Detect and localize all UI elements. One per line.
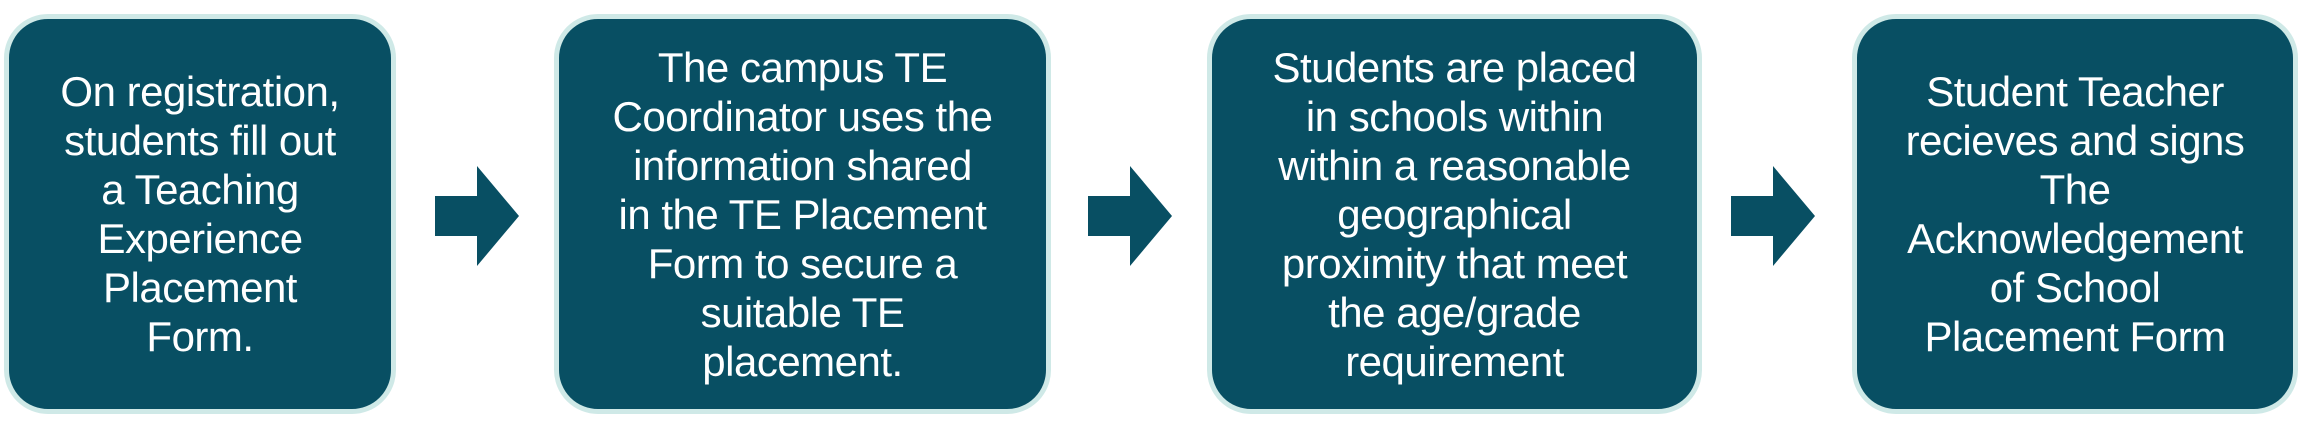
step-text-line: the age/grade xyxy=(1328,288,1581,336)
step-text-line: The campus TE xyxy=(657,43,948,91)
step-text-line: Placement xyxy=(103,264,297,311)
step-text-line: information shared xyxy=(633,141,972,189)
step-text-line: students fill out xyxy=(64,117,336,164)
step-text-line: placement. xyxy=(702,337,903,385)
step-text-line: of School xyxy=(1989,264,2161,311)
step-3-box: Students are placed in schools within wi… xyxy=(1207,14,1702,414)
arrow-right-icon xyxy=(1088,166,1172,266)
step-text-line: in the TE Placement xyxy=(618,190,987,238)
step-text-line: Student Teacher xyxy=(1926,68,2224,115)
step-text-line: Students are placed xyxy=(1272,43,1637,91)
arrow-right-icon xyxy=(1731,166,1815,266)
step-text-line: Acknowledgement xyxy=(1907,215,2243,262)
step-text-line: The xyxy=(2039,166,2111,213)
step-text-line: Coordinator uses the xyxy=(612,92,993,140)
step-text-line: suitable TE xyxy=(700,288,905,336)
step-4-box: Student Teacher recieves and signs The A… xyxy=(1852,14,2298,414)
step-2-box: The campus TE Coordinator uses the infor… xyxy=(554,14,1051,414)
step-text-line: proximity that meet xyxy=(1281,239,1628,287)
step-text-line: On registration, xyxy=(60,68,340,115)
step-text-line: Form to secure a xyxy=(647,239,958,287)
step-text-line: Form. xyxy=(146,313,254,360)
step-text-line: within a reasonable xyxy=(1278,141,1631,189)
step-text-line: Experience xyxy=(97,215,303,262)
step-text-line: geographical xyxy=(1337,190,1572,238)
step-text-line: Placement Form xyxy=(1924,313,2226,360)
step-text-line: a Teaching xyxy=(101,166,299,213)
step-text-line: in schools within xyxy=(1305,92,1604,140)
arrow-right-icon xyxy=(435,166,519,266)
step-text-line: requirement xyxy=(1345,337,1564,385)
step-1-box: On registration, students fill out a Tea… xyxy=(4,14,396,414)
step-text-line: recieves and signs xyxy=(1905,117,2245,164)
